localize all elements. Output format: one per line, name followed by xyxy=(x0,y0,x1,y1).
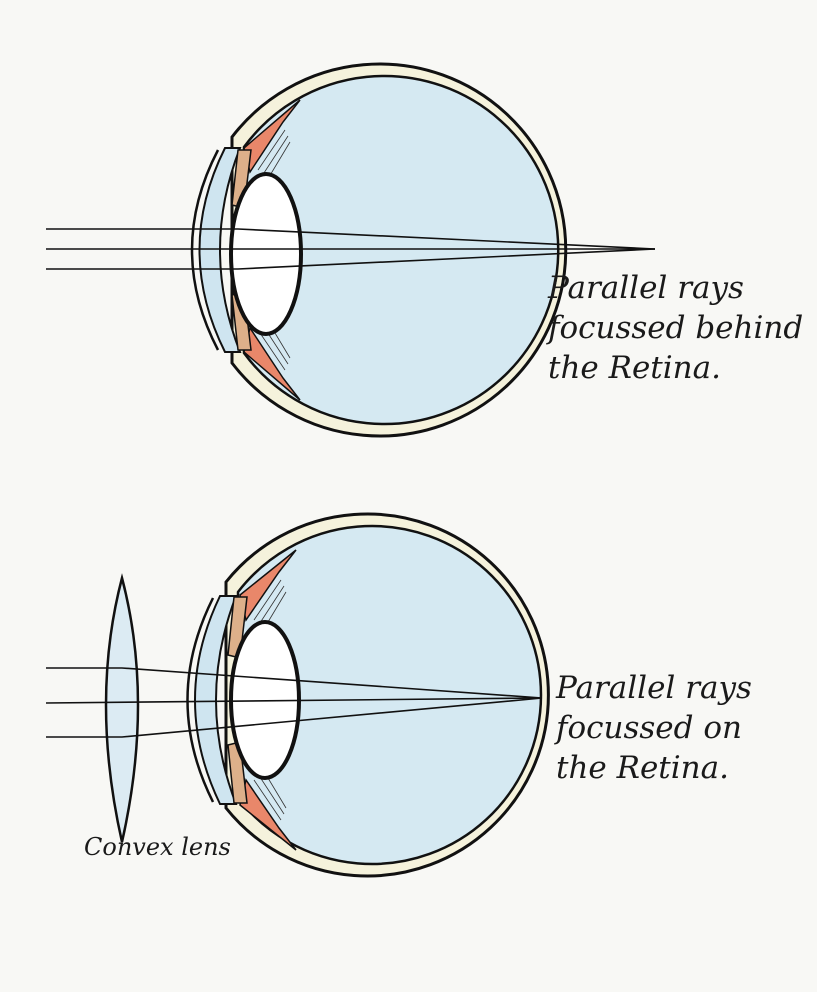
top-eye-caption-line-3: the Retina. xyxy=(548,350,721,386)
convex-lens xyxy=(104,573,140,843)
bottom-eye-cornea xyxy=(194,595,238,805)
bottom-eye-caption-line-2: focussed on xyxy=(556,710,742,746)
top-eye-vitreous xyxy=(242,74,560,426)
top-eye xyxy=(46,62,656,438)
top-eye-caption-line-2: focussed behind xyxy=(548,310,804,346)
bottom-eye-caption: Parallel rays focussed on the Retina. xyxy=(556,668,752,788)
bottom-eye-light-rays xyxy=(45,667,543,738)
top-eye-cornea xyxy=(198,147,242,353)
top-eye-lens xyxy=(229,172,303,336)
bottom-eye-vitreous xyxy=(236,524,543,866)
bottom-eye-caption-line-1: Parallel rays xyxy=(556,670,752,706)
convex-lens-label: Convex lens xyxy=(84,833,231,861)
bottom-eye xyxy=(45,512,550,878)
top-eye-caption: Parallel rays focussed behind the Retina… xyxy=(548,268,803,388)
top-eye-caption-line-1: Parallel rays xyxy=(548,270,744,306)
top-eye-light-rays xyxy=(46,228,656,270)
bottom-eye-caption-line-3: the Retina. xyxy=(556,750,729,786)
